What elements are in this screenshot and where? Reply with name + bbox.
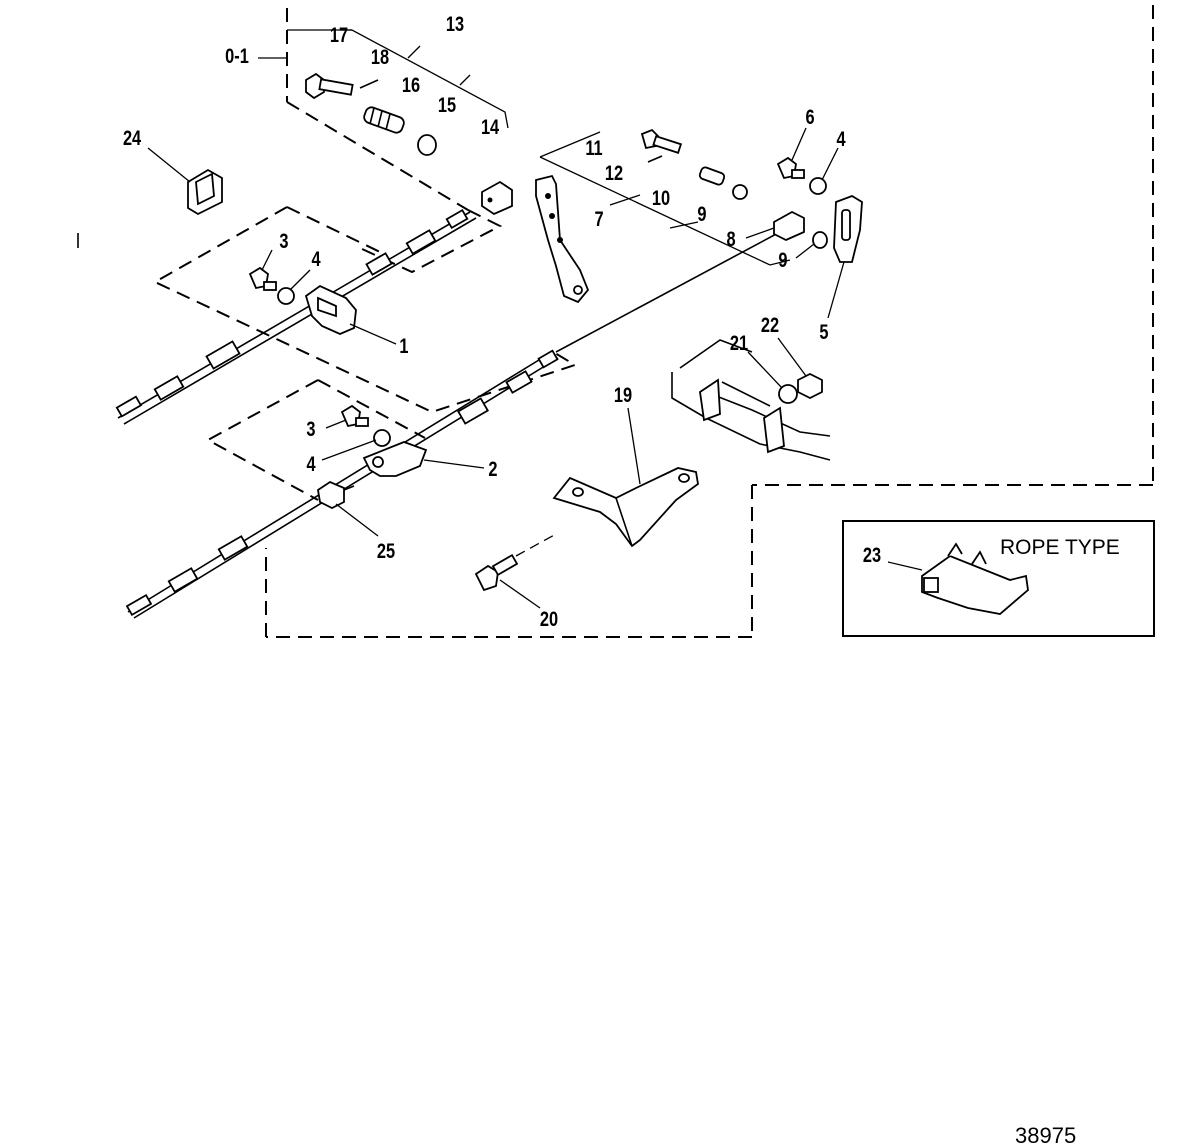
callout-3-lower: 3 xyxy=(306,417,315,440)
bolt-part-20 xyxy=(474,533,557,592)
bracket-part-19 xyxy=(552,467,699,548)
washer-part-15 xyxy=(417,134,437,156)
callout-1: 1 xyxy=(399,334,408,357)
callout-7: 7 xyxy=(594,207,603,230)
connector-part-8 xyxy=(773,210,805,241)
callout-22: 22 xyxy=(761,313,779,336)
callout-12: 12 xyxy=(605,161,623,184)
pin-part-12 xyxy=(647,155,663,163)
callout-16: 16 xyxy=(402,73,420,96)
clamp-part-1 xyxy=(304,284,357,335)
callout-18: 18 xyxy=(371,45,389,68)
connector-part-14 xyxy=(481,180,513,216)
callout-15: 15 xyxy=(438,93,456,116)
washer-part-9b xyxy=(812,231,828,249)
callout-4-lower: 4 xyxy=(307,452,317,475)
callout-25: 25 xyxy=(377,539,395,562)
callout-20: 20 xyxy=(540,607,558,630)
callout-3-upper: 3 xyxy=(279,229,288,252)
screw-part-17 xyxy=(305,72,354,100)
callout-21: 21 xyxy=(730,331,748,354)
callout-23: 23 xyxy=(863,543,881,566)
knob-part-25 xyxy=(317,480,355,510)
parts xyxy=(187,72,863,592)
dashed-groups xyxy=(152,101,578,501)
screw-part-6 xyxy=(776,156,805,180)
rubber-block-part xyxy=(187,168,223,216)
callout-14: 14 xyxy=(481,115,500,138)
callout-17: 17 xyxy=(330,23,348,46)
cables xyxy=(115,208,781,619)
callout-24: 24 xyxy=(123,126,142,149)
washer-part-4a xyxy=(277,287,295,305)
callout-10: 10 xyxy=(652,186,670,209)
callout-6: 6 xyxy=(805,105,814,128)
callout-2: 2 xyxy=(488,457,497,480)
spring-part-10 xyxy=(698,166,726,186)
callout-0-1: 0-1 xyxy=(225,44,249,67)
callout-8: 8 xyxy=(726,227,735,250)
figure-number: 38975 xyxy=(1015,1123,1076,1146)
callout-labels: 0-1 17 18 13 16 15 14 24 11 12 10 7 9 8 … xyxy=(123,12,846,630)
washer-part-21 xyxy=(778,384,798,404)
engine-tube-part xyxy=(671,339,831,461)
washer-part-4c xyxy=(809,177,827,195)
callout-leaders xyxy=(147,127,845,609)
rope-type-inset: ROPE TYPE 23 xyxy=(842,520,1155,637)
throttle-lever-part xyxy=(535,174,590,304)
callout-9-lower: 9 xyxy=(778,248,787,271)
frame-lines xyxy=(77,5,1154,638)
callout-5: 5 xyxy=(819,320,828,343)
callout-13: 13 xyxy=(446,12,464,35)
washer-part-4b xyxy=(373,429,391,447)
inset-label: ROPE TYPE xyxy=(1000,536,1120,559)
callout-9-upper: 9 xyxy=(697,202,706,225)
nut-part-22 xyxy=(797,372,823,400)
screw-part-3a xyxy=(248,266,277,291)
clip-part-2 xyxy=(362,441,428,477)
callout-11: 11 xyxy=(585,136,602,159)
screw-part-3b xyxy=(340,404,369,428)
spring-part xyxy=(363,106,405,134)
callout-19: 19 xyxy=(614,383,632,406)
callout-4-right: 4 xyxy=(837,127,847,150)
kit-leaders xyxy=(258,29,791,266)
washer-part-9 xyxy=(732,184,748,200)
callout-4-upper: 4 xyxy=(312,247,322,270)
pin-part xyxy=(359,79,379,89)
rope-bracket-part xyxy=(921,542,1029,615)
lever-part-5 xyxy=(833,195,863,263)
screw-part-11 xyxy=(640,128,683,154)
